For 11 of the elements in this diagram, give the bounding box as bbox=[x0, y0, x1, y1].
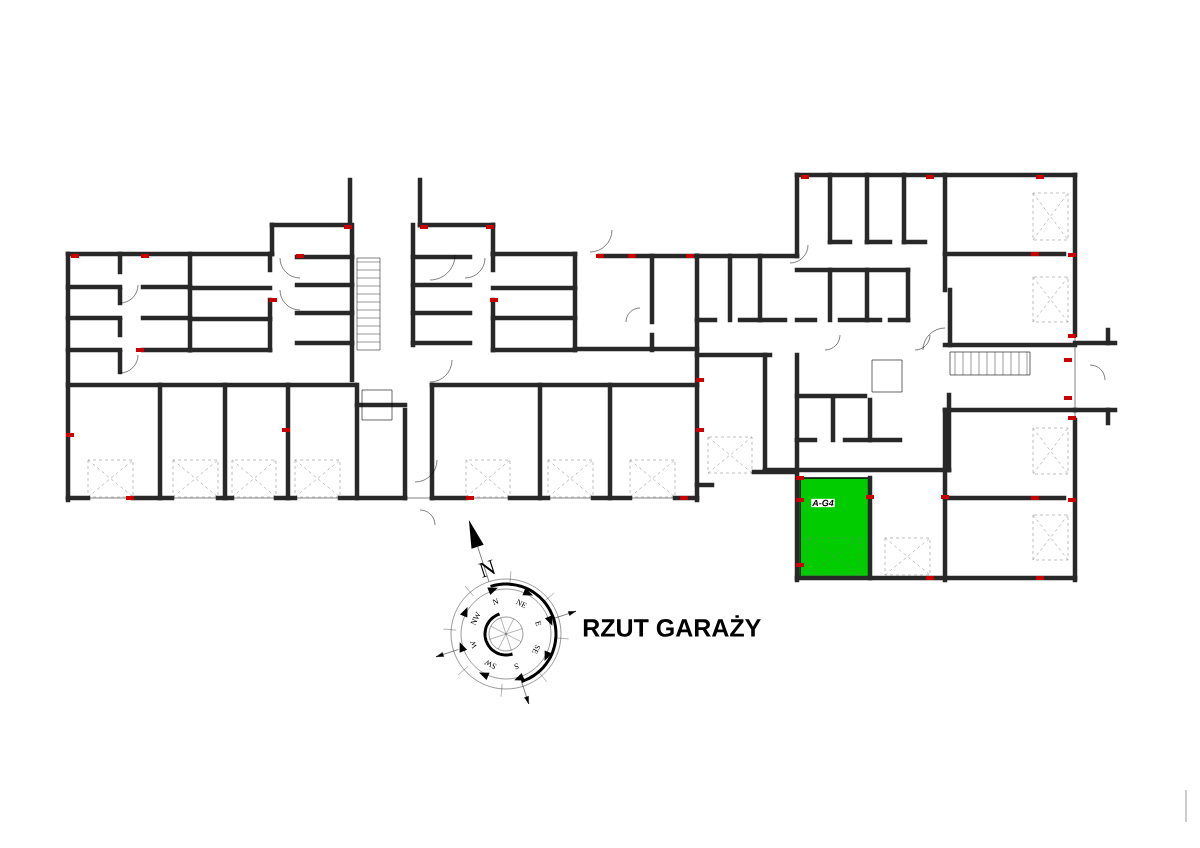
compass-letter: S bbox=[514, 663, 519, 670]
compass-letter: NE bbox=[515, 599, 527, 609]
plan-title: RZUT GARAŻY bbox=[583, 615, 761, 637]
garage-space: A-G4 bbox=[799, 477, 871, 579]
compass-letter: SE bbox=[532, 644, 541, 655]
compass-letter: N bbox=[478, 559, 495, 578]
compass-letter: NW bbox=[470, 611, 481, 626]
compass-letter: SW bbox=[484, 660, 497, 669]
compass-letter: W bbox=[470, 641, 477, 649]
compass-letter: E bbox=[535, 620, 542, 627]
compass-letter: N bbox=[492, 598, 499, 605]
